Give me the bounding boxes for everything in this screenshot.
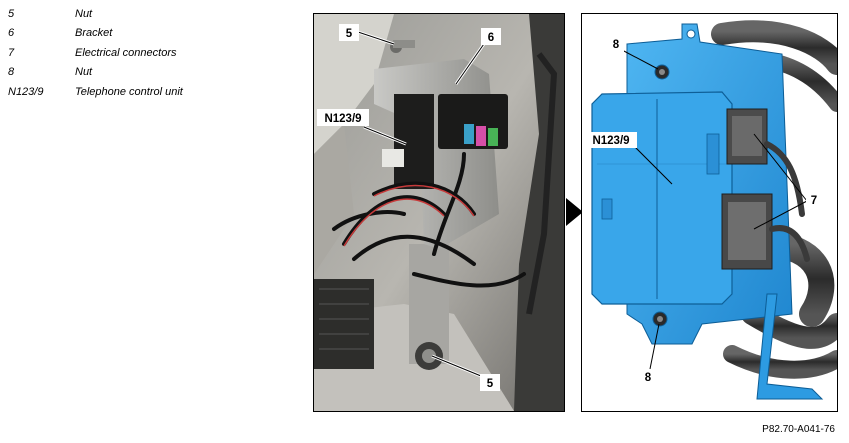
legend-item-bracket: 6 Bracket (8, 25, 298, 44)
installation-photo-drawing: 5 6 N123/9 5 (314, 14, 564, 411)
legend-number: 5 (8, 8, 15, 20)
callout-label: 5 (346, 28, 353, 40)
callout-connectors: 7 (753, 133, 822, 230)
callout-nut-bottom: 5 (431, 354, 500, 391)
callout-label: 6 (488, 32, 494, 44)
callout-label: N123/9 (324, 113, 361, 125)
legend-number: 7 (8, 46, 15, 59)
callout-nut-bottom: 8 (640, 323, 660, 385)
legend-description: Bracket (75, 27, 113, 40)
legend-description: Nut (75, 66, 93, 79)
callout-label: 8 (613, 39, 620, 51)
detail-illustration: 8 N123/9 7 8 (581, 13, 838, 412)
legend-number: 6 (8, 27, 15, 40)
legend-number: N123/9 (8, 85, 44, 98)
legend-number: 8 (8, 66, 15, 79)
legend-item-connectors: 7 Electrical connectors (8, 45, 298, 64)
arrow-right-icon (566, 190, 583, 234)
legend-item-nut-5: 5 Nut (8, 6, 298, 25)
callout-label: 8 (645, 372, 652, 384)
figure-code: P82.70-A041-76 (762, 424, 835, 435)
callout-unit: N123/9 (317, 109, 407, 146)
callout-unit: N123/9 (585, 132, 673, 185)
legend-description: Telephone control unit (75, 85, 183, 98)
callout-label: 7 (811, 195, 817, 207)
legend-description: Nut (75, 8, 93, 20)
callout-bracket: 6 (454, 28, 501, 85)
callout-label: N123/9 (592, 135, 629, 147)
callout-nut-top: 5 (339, 24, 395, 46)
callout-nut-top: 8 (608, 36, 659, 70)
legend-item-telephone-control-unit: N123/9 Telephone control unit (8, 84, 298, 103)
detail-illustration-drawing: 8 N123/9 7 8 (585, 20, 837, 400)
legend-description: Electrical connectors (75, 46, 177, 59)
legend: 5 Nut 6 Bracket 7 Electrical connectors … (8, 6, 298, 103)
legend-item-nut-8: 8 Nut (8, 64, 298, 83)
installation-photo: 5 6 N123/9 5 (313, 13, 565, 412)
callout-label: 5 (487, 378, 494, 390)
